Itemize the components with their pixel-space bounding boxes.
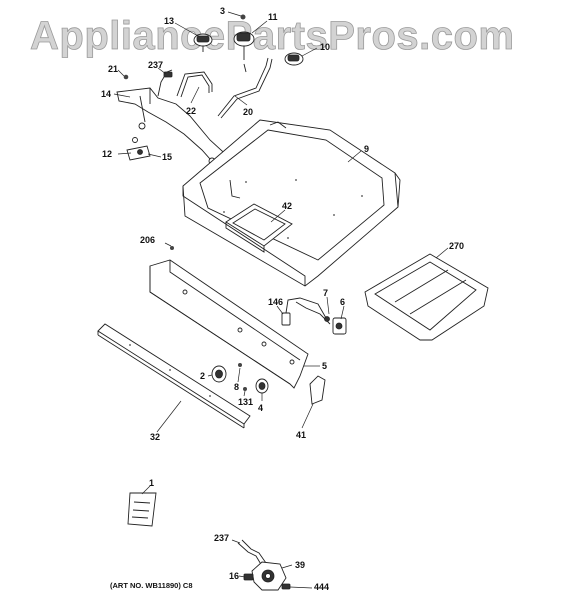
callout-22: 22 [186,106,196,116]
igniter-switch-146 [281,297,327,326]
burner-box-9 [182,119,401,287]
callout-20: 20 [243,107,253,117]
trim-strip-32 [97,323,251,429]
callout-7: 7 [323,288,328,298]
callout-12: 12 [102,149,112,159]
callout-15: 15 [162,152,172,162]
spring-8 [238,363,242,367]
pressure-regulator-39 [251,561,287,591]
screw-3 [240,14,246,20]
wire-harness-7 [295,301,331,325]
callout-14: 14 [101,89,111,99]
callout-5: 5 [322,361,327,371]
callout-237-top: 237 [148,60,163,70]
watermark: AppliancePartsPros.com [30,14,515,58]
callout-10: 10 [320,42,330,52]
callout-16: 16 [229,571,239,581]
orifice-fitting-237-top [163,71,173,78]
fitting-16 [243,573,254,581]
screw-21 [123,74,129,80]
callout-270: 270 [449,241,464,251]
callout-131: 131 [238,397,253,407]
heat-shield-270 [364,253,489,341]
callout-9: 9 [364,144,369,154]
fitting-444 [281,583,291,590]
leader-lines [113,11,449,589]
screw-206 [170,246,174,250]
knob-2 [211,365,227,383]
callout-13: 13 [164,16,174,26]
burner-valve-11 [233,31,255,60]
literature-kit-1 [127,492,157,527]
knob-4 [255,378,269,394]
callout-11: 11 [268,12,278,22]
callout-237-bottom: 237 [214,533,229,543]
gas-tube-22 [176,71,213,98]
end-cap-41 [309,375,326,405]
callout-6: 6 [340,297,345,307]
callout-206: 206 [140,235,155,245]
callout-42: 42 [282,201,292,211]
orifice-tube-237-bottom [237,539,267,567]
burner-valve-10 [284,52,304,66]
gas-tube-20 [217,57,273,119]
callout-4: 4 [258,403,263,413]
grille-42 [225,203,293,253]
callout-21: 21 [108,64,118,74]
callout-8: 8 [234,382,239,392]
art-number: (ART NO. WB11890) C8 [110,581,193,590]
callout-3: 3 [220,6,225,16]
callout-41: 41 [296,430,306,440]
control-panel-5 [149,259,309,389]
callout-146: 146 [268,297,283,307]
callout-2: 2 [200,371,205,381]
screw-131 [243,387,247,391]
spark-module-6 [332,317,347,335]
callout-1: 1 [149,478,154,488]
callout-39: 39 [295,560,305,570]
callout-444: 444 [314,582,329,592]
callout-32: 32 [150,432,160,442]
callout-labels: 13 3 11 10 237 21 14 22 20 12 15 9 42 20… [101,6,464,592]
bracket-12-15 [126,137,151,161]
burner-valve-13 [193,33,213,52]
